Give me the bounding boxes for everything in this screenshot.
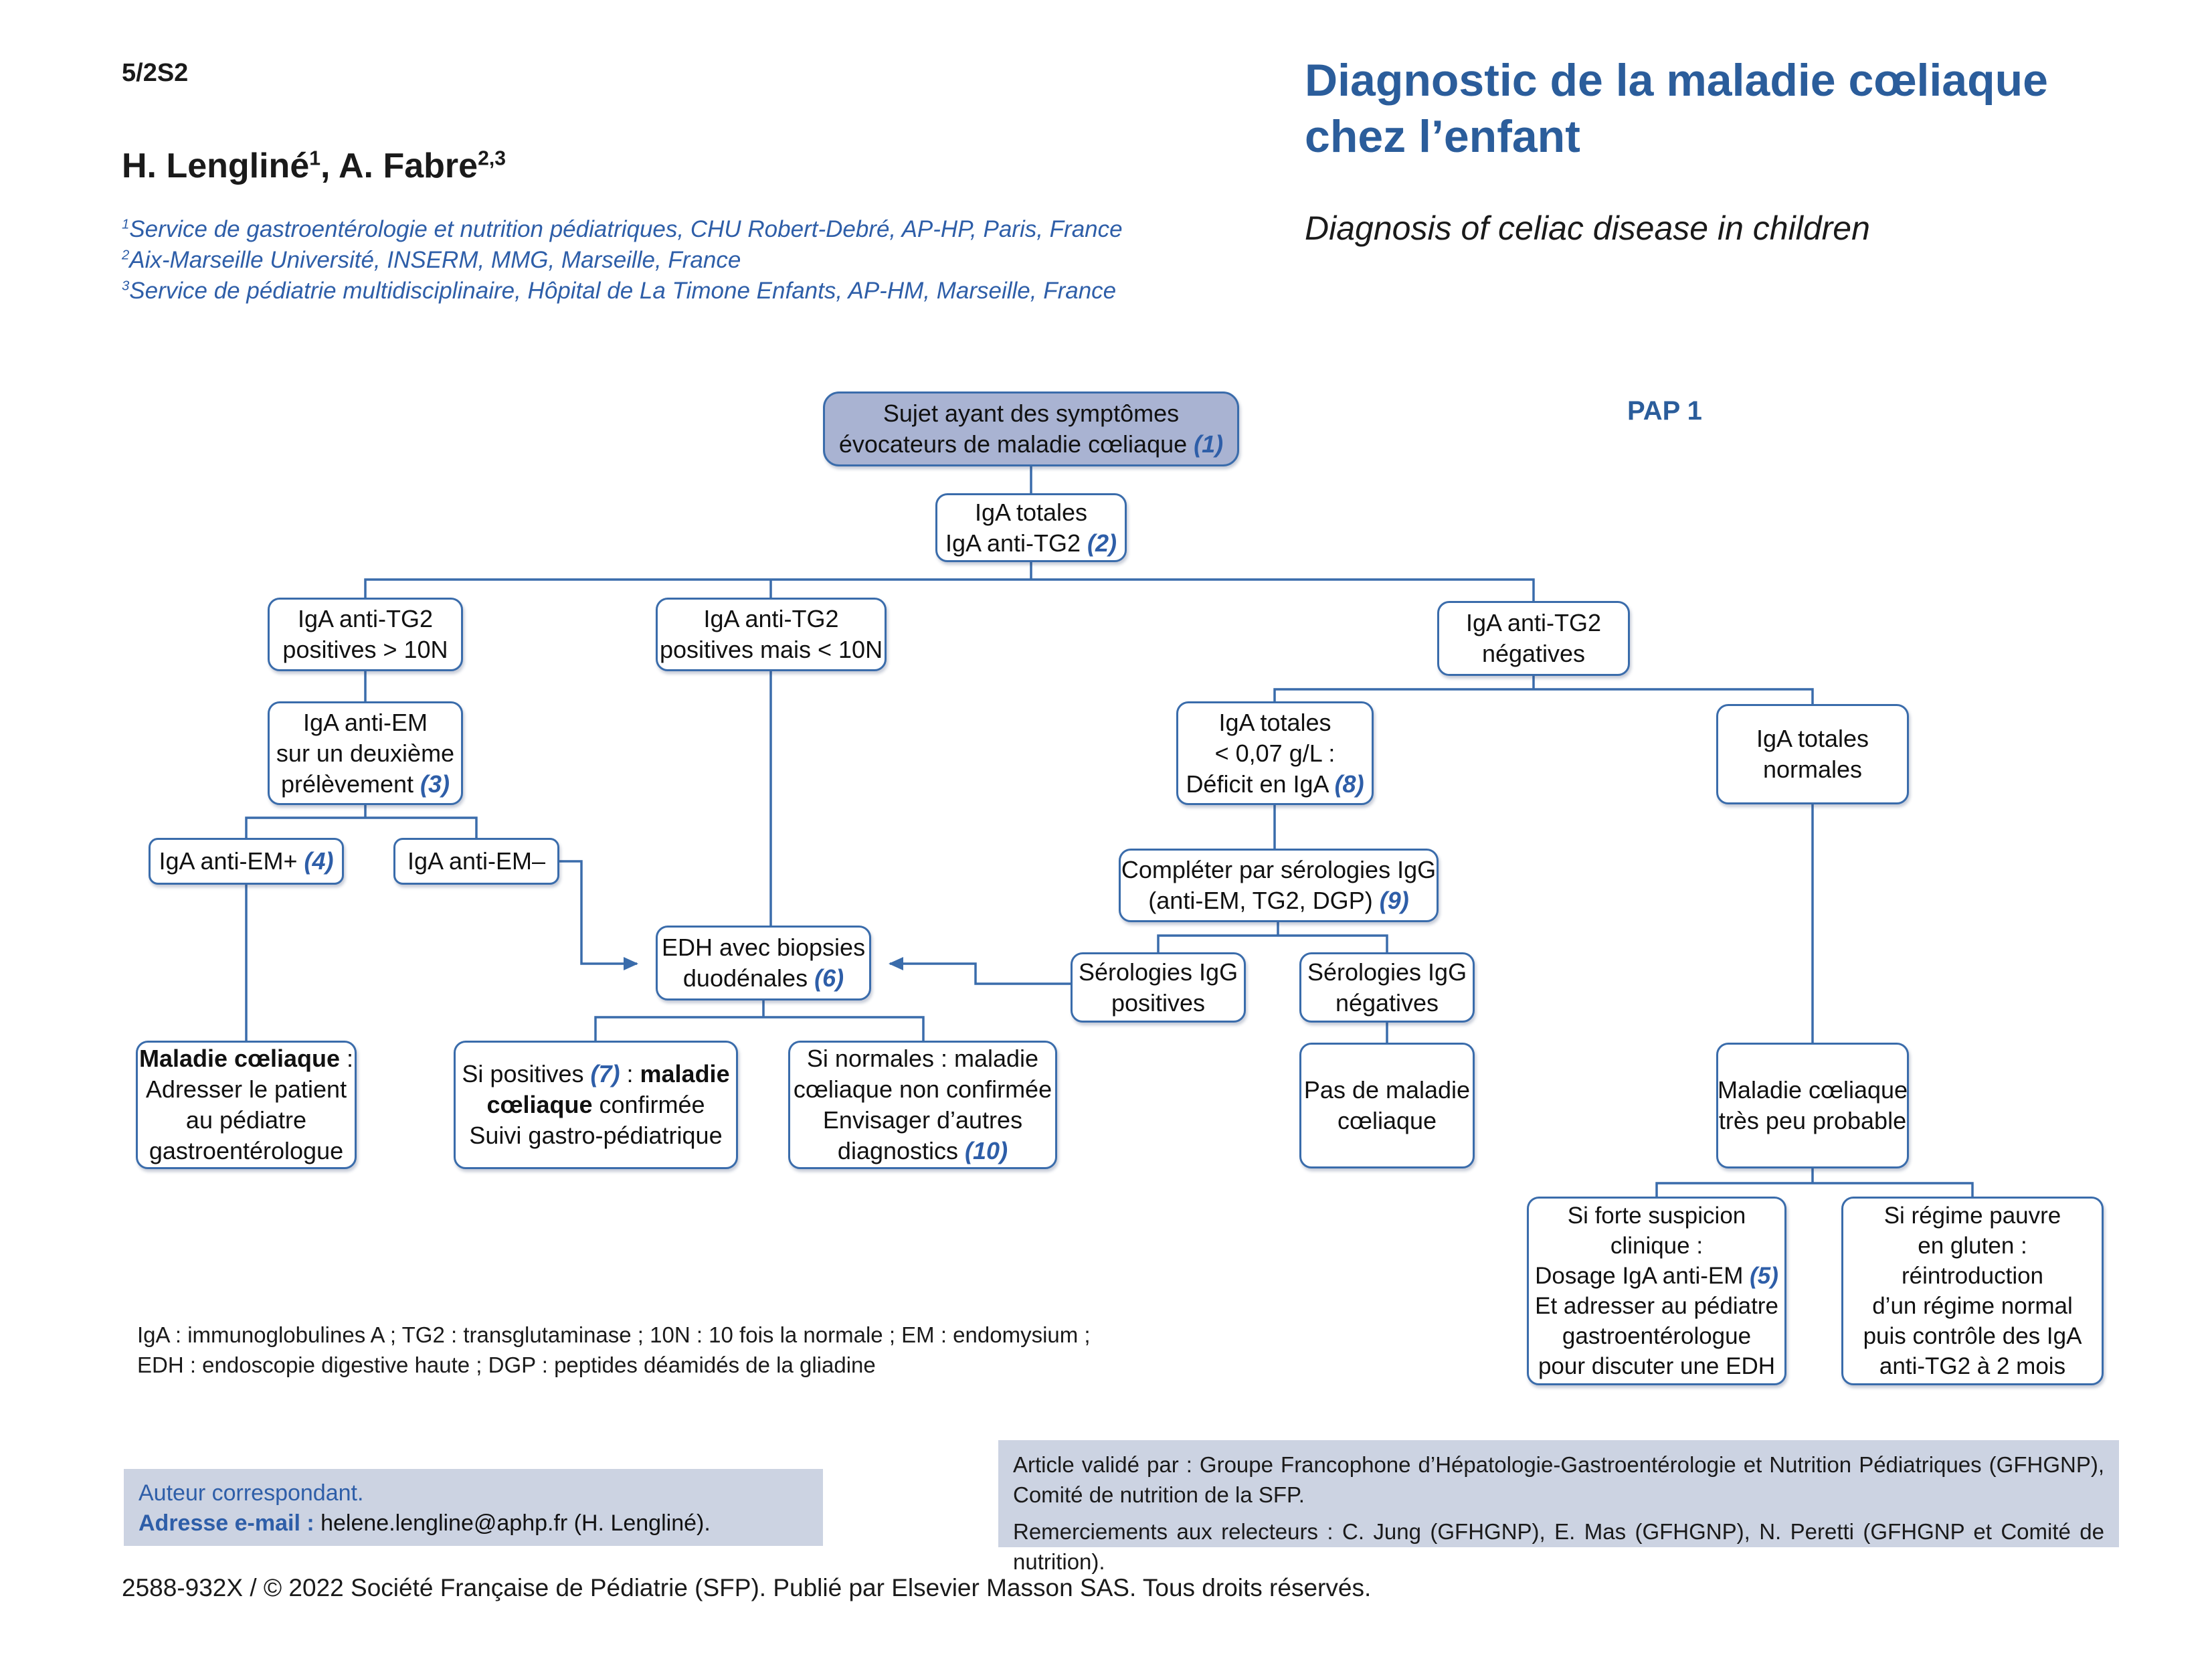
corresponding-author-label: Auteur correspondant. — [139, 1480, 364, 1506]
page-title-en: Diagnosis of celiac disease in children — [1305, 209, 1870, 247]
validation-panel: Article validé par : Groupe Francophone … — [998, 1440, 2119, 1574]
node-pas-de-maladie: Pas de maladie cœliaque — [1299, 1043, 1475, 1168]
node-si-positives-confirmee: Si positives (7) : maladie cœliaque conf… — [454, 1041, 738, 1169]
node-tg2-negatives: IgA anti-TG2 négatives — [1437, 601, 1630, 676]
correspondence-panel: Auteur correspondant. Adresse e-mail : h… — [124, 1469, 823, 1546]
abbreviations-footnote: IgA : immunoglobulines A ; TG2 : transgl… — [137, 1322, 1091, 1377]
validated-by-text: Article validé par : Groupe Francophone … — [1013, 1452, 2104, 1507]
node-edh-biopsies: EDH avec biopsies duodénales (6) — [656, 926, 871, 1000]
node-forte-suspicion: Si forte suspicion clinique : Dosage IgA… — [1527, 1197, 1786, 1385]
pap-label: PAP 1 — [1627, 396, 1702, 426]
node-symptoms-start: Sujet ayant des symptômes évocateurs de … — [823, 391, 1239, 466]
node-maladie-coeliaque-adresser: Maladie cœliaque : Adresser le patient a… — [136, 1041, 357, 1169]
node-em-negatif: IgA anti-EM– — [393, 838, 559, 885]
affiliation-3: 3Service de pédiatrie multidisciplinaire… — [122, 278, 1117, 304]
email-label: Adresse e-mail : — [139, 1510, 314, 1536]
affiliations: 1Service de gastroentérologie et nutriti… — [122, 214, 1123, 307]
node-tres-peu-probable: Maladie cœliaque très peu probable — [1716, 1043, 1909, 1168]
author-2: A. Fabre — [339, 147, 478, 185]
node-iga-totales-tg2: IgA totales IgA anti-TG2 (2) — [935, 493, 1127, 562]
node-serologies-igg-negatives: Sérologies IgG négatives — [1299, 952, 1475, 1023]
author-2-affil-sup: 2,3 — [478, 147, 506, 170]
node-si-normales-non-confirmee: Si normales : maladie cœliaque non confi… — [788, 1041, 1057, 1169]
node-regime-pauvre-gluten: Si régime pauvre en gluten : réintroduct… — [1841, 1197, 2104, 1385]
acknowledgements-text: Remerciements aux relecteurs : C. Jung (… — [1013, 1519, 2104, 1574]
affiliation-1: 1Service de gastroentérologie et nutriti… — [122, 216, 1123, 242]
affiliation-2: 2Aix-Marseille Université, INSERM, MMG, … — [122, 247, 741, 273]
node-completer-serologies-igg: Compléter par sérologies IgG (anti-EM, T… — [1119, 849, 1439, 922]
copyright-line: 2588-932X / © 2022 Société Française de … — [122, 1574, 1372, 1601]
author-1-affil-sup: 1 — [309, 147, 321, 170]
node-em-deuxieme-prelevement: IgA anti-EM sur un deuxième prélèvement … — [268, 701, 463, 805]
page-number: 5/2S2 — [122, 59, 189, 87]
authors-line: H. Lengliné1, A. Fabre2,3 — [122, 147, 506, 185]
node-iga-normales: IgA totales normales — [1716, 704, 1909, 804]
node-tg2-positives-sup10n: IgA anti-TG2 positives > 10N — [268, 598, 463, 671]
node-tg2-positives-inf10n: IgA anti-TG2 positives mais < 10N — [656, 598, 887, 671]
node-serologies-igg-positives: Sérologies IgG positives — [1071, 952, 1246, 1023]
node-deficit-iga: IgA totales < 0,07 g/L : Déficit en IgA … — [1176, 701, 1374, 805]
email-value: helene.lengline@aphp.fr (H. Lengliné). — [314, 1510, 711, 1536]
page-title-fr: Diagnostic de la maladie cœliaque chez l… — [1305, 55, 2048, 162]
node-em-positif: IgA anti-EM+ (4) — [149, 838, 344, 885]
author-1: H. Lengliné — [122, 147, 310, 185]
